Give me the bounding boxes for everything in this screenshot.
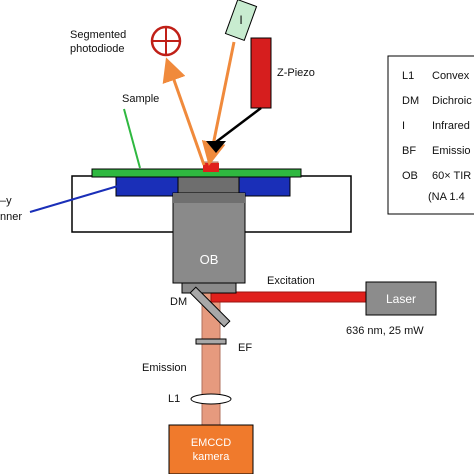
dichroic-mirror [189, 286, 231, 328]
laser-spec-label: 636 nm, 25 mW [346, 325, 424, 337]
scanner-pointer [29, 185, 119, 213]
infrared-source-label: I [239, 13, 242, 27]
scanner-label-1: –y [0, 195, 12, 207]
legend-abbr-2: I [402, 120, 405, 132]
lens-l1 [190, 393, 232, 405]
legend-text-4: 60× TIR [432, 170, 471, 182]
dichroic-mirror-label: DM [170, 296, 187, 308]
z-piezo-bar [250, 37, 272, 109]
legend-text-0: Convex [432, 70, 470, 82]
legend-abbr-4: OB [402, 170, 418, 182]
objective-band [173, 193, 245, 203]
emission-filter-label: EF [238, 342, 252, 354]
reflected-beam [162, 57, 206, 166]
laser-label: Laser [386, 292, 416, 306]
z-piezo-label: Z-Piezo [277, 67, 315, 79]
laser-box [365, 281, 437, 316]
emission-label: Emission [142, 362, 187, 374]
objective-top [177, 176, 240, 194]
legend-abbr-3: BF [402, 145, 416, 157]
sample-pointer [123, 108, 141, 169]
incident-beam [201, 41, 236, 166]
infrared-source [224, 0, 258, 41]
camera-label-1: EMCCD [191, 437, 231, 449]
legend-text-5: (NA 1.4 [428, 191, 465, 203]
legend-text-3: Emissio [432, 145, 471, 157]
cantilever [215, 107, 262, 143]
emccd-camera [168, 424, 254, 474]
photodiode-label-1: Segmented [70, 29, 126, 41]
cantilever-tip [206, 141, 226, 153]
sample-spot [203, 163, 219, 172]
objective-nosepiece [181, 282, 237, 294]
legend-box [387, 55, 474, 215]
legend: L1 Convex DM Dichroic I Infrared BF Emis… [387, 55, 474, 215]
legend-abbr-0: L1 [402, 70, 414, 82]
objective-label: OB [200, 252, 219, 267]
legend-text-1: Dichroic [432, 95, 472, 107]
lens-label: L1 [168, 393, 180, 405]
sample-slab [91, 168, 302, 178]
legend-text-2: Infrared [432, 120, 470, 132]
photodiode-label-2: photodiode [70, 43, 124, 55]
legend-abbr-1: DM [402, 95, 419, 107]
sample-label: Sample [122, 93, 159, 105]
emission-filter [195, 338, 227, 345]
scanner-label-2: nner [0, 211, 22, 223]
objective-body [172, 192, 246, 284]
camera-label-2: kamera [193, 451, 231, 463]
excitation-label: Excitation [267, 275, 315, 287]
